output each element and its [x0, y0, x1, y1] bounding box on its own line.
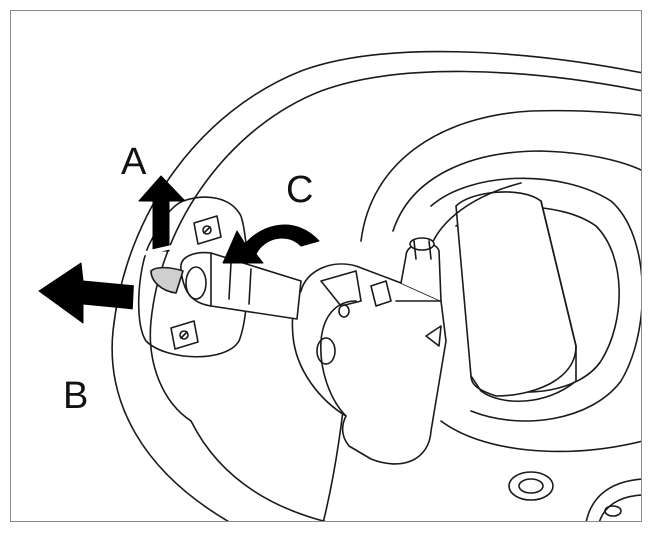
arrow-b-left — [38, 259, 139, 328]
lock-actuator — [291, 237, 447, 465]
bottom-grommet — [585, 478, 641, 521]
lock-plunger — [150, 251, 302, 320]
arrow-c-rotate — [222, 224, 320, 264]
filler-housing-rim — [392, 150, 641, 232]
fuel-door-illustration — [38, 50, 641, 521]
callout-label-b: B — [63, 375, 89, 417]
fuel-cap — [455, 191, 577, 403]
lower-clip-icon — [170, 320, 199, 350]
diagram-frame: A B C — [10, 10, 642, 522]
arrow-a-up — [131, 175, 186, 258]
filler-housing-outer — [360, 109, 641, 242]
body-panel-outer-curve — [111, 50, 641, 521]
filler-housing-lower-rim — [440, 420, 641, 453]
upper-clip-icon — [193, 215, 222, 245]
fuel-cap-ring — [430, 177, 641, 422]
drain-hole — [508, 471, 554, 501]
fuel-flap-edge — [190, 420, 327, 521]
lock-recess — [137, 196, 249, 358]
callout-label-c: C — [286, 169, 314, 211]
callout-label-a: A — [121, 141, 147, 183]
body-panel-inner-curve — [149, 70, 641, 422]
cap-tether — [430, 182, 522, 247]
